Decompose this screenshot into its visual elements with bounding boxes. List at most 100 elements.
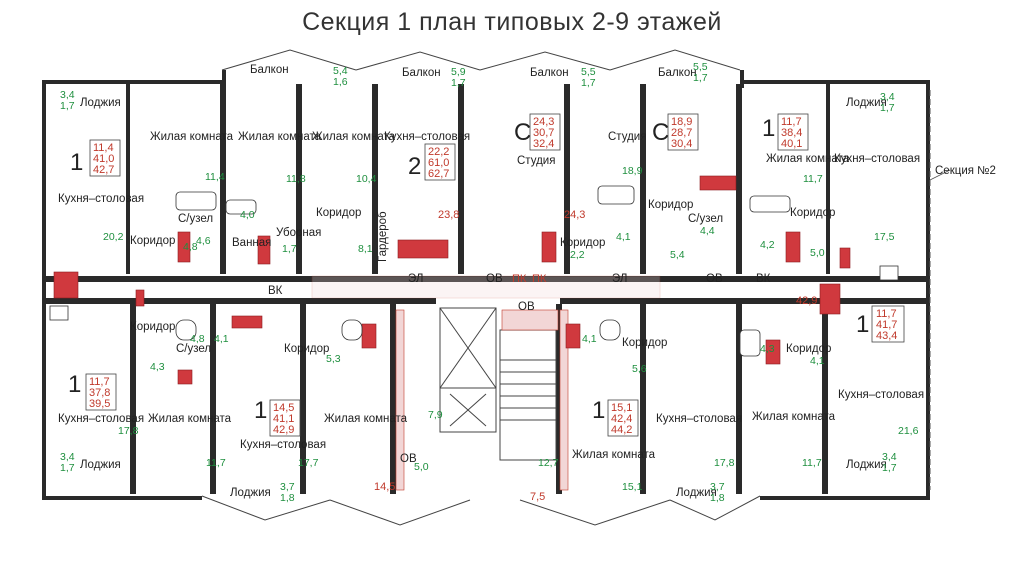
room-corridor-c: Коридор (560, 237, 605, 249)
area-liv-b3: 15,1 (622, 481, 643, 493)
shaft-el-1: ЭЛ (408, 273, 423, 285)
room-living-3: Жилая комната (312, 131, 396, 143)
area-kit-br: 21,6 (898, 425, 919, 437)
apt-area-sa-1: 24,3 (533, 116, 554, 128)
room-kitchen-1: Кухня–столовая (58, 193, 144, 205)
area-balcony-2-b: 1,7 (451, 77, 466, 89)
apt-area-2r-3: 62,7 (428, 168, 449, 180)
area-loggia-tr: 3,4 (880, 91, 895, 103)
apt-rooms-bottom-2: 1 (254, 397, 267, 424)
room-toilet-1: Уборная (276, 227, 321, 239)
area-corr-bottom-b: 7,5 (530, 491, 545, 503)
room-living-tr: Жилая комната (766, 153, 850, 165)
engineering-shafts (53, 175, 851, 385)
room-living-1: Жилая комната (150, 131, 234, 143)
apt-area-rm-3: 43,4 (876, 330, 897, 342)
area-liv3: 10,4 (356, 173, 377, 185)
apt-area-2r-1: 22,2 (428, 146, 449, 158)
area-bath1: 4,6 (196, 235, 211, 247)
loggia-label-tr: Лоджия (846, 97, 887, 109)
apt-area-b3-3: 44,2 (611, 424, 632, 436)
area-wc-b3: 4,1 (582, 333, 597, 345)
area-kit-tr: 17,5 (874, 231, 895, 243)
area-loggia-bl: 3,4 (60, 451, 75, 463)
area-studio-b-liv: 18,9 (622, 165, 643, 177)
area-liv-bl: 11,7 (206, 457, 226, 469)
area-balcony-1-b: 1,6 (333, 76, 348, 88)
area-cor-bl: 4,8 (190, 333, 205, 345)
area-ov-b: 5,0 (414, 461, 429, 473)
balconies (201, 49, 761, 526)
apt-area-sb-3: 30,4 (671, 138, 692, 150)
loggia-label-b3: Лоджия (676, 487, 717, 499)
area-corr-bottom-a: 14,5 (374, 481, 395, 493)
apt-rooms-bottom-left: 1 (68, 371, 81, 398)
room-bathroom-1: Ванная (232, 237, 271, 249)
stair-core (311, 275, 661, 491)
area-cor1: 4,8 (183, 241, 198, 253)
room-bathroom-unit-c: С/узел (688, 213, 723, 225)
room-corridor-bl: Коридор (130, 321, 175, 333)
area-cor-c2: 4,1 (616, 231, 631, 243)
area-wc1: 4,0 (240, 209, 255, 221)
shaft-pk-1: ПК (512, 273, 527, 285)
apt-area-sa-3: 32,4 (533, 138, 554, 150)
room-living-br: Жилая комната (752, 411, 836, 423)
apt-area-rm-2: 41,7 (876, 319, 897, 331)
room-studio-a: Студия (517, 155, 555, 167)
area-cor-br: 4,1 (810, 355, 825, 367)
area-loggia-br-b: 1,7 (882, 462, 897, 474)
area-kit1: 20,2 (103, 231, 124, 243)
loggia-label-br: Лоджия (846, 459, 887, 471)
apt-area-2r-2: 61,0 (428, 157, 449, 169)
area-bath-c: 5,4 (670, 249, 685, 261)
shaft-vk-2: ВК (756, 273, 771, 285)
area-balcony-3-b: 1,7 (581, 77, 596, 89)
apt-rooms-bottom-3: 1 (592, 397, 605, 424)
area-liv2: 11,8 (286, 173, 306, 185)
area-toilet1: 1,7 (282, 243, 297, 255)
room-kitchen-b2: Кухня–столовая (240, 439, 326, 451)
area-loggia-b3-b: 1,8 (710, 492, 725, 504)
apt-area-tl-1: 11,4 (93, 142, 114, 154)
area-wc-b2: 4,1 (214, 333, 229, 345)
room-corridor-2: Коридор (316, 207, 361, 219)
apt-area-bl-1: 11,7 (89, 376, 110, 388)
area-liv1: 11,4 (205, 171, 225, 183)
room-corridor-c2: Коридор (648, 199, 693, 211)
area-kit-b2: 17,7 (298, 457, 319, 469)
apt-area-b3-1: 15,1 (611, 402, 632, 414)
loggia-label-tl: Лоджия (80, 97, 121, 109)
room-kitchen-rm: Кухня–столовая (838, 389, 924, 401)
balcony-label-2: Балкон (402, 67, 441, 79)
area-cor-b2: 5,3 (326, 353, 341, 365)
area-gard: 8,1 (358, 243, 373, 255)
room-kitchen-b3: Кухня–столовая (656, 413, 742, 425)
balcony-label-3: Балкон (530, 67, 569, 79)
apt-area-b2-1: 14,5 (273, 402, 294, 414)
shaft-pk-2: ПК (532, 273, 547, 285)
section2-label: Секция №2 (935, 165, 996, 177)
loggia-label-b2: Лоджия (230, 487, 271, 499)
area-liv-tr: 11,7 (803, 173, 823, 185)
apt-area-b2-2: 41,1 (273, 413, 294, 425)
room-wardrobe: Гардероб (377, 211, 389, 262)
area-loggia-b3: 3,7 (710, 481, 725, 493)
room-corridor-1: Коридор (130, 235, 175, 247)
area-corr-top-b: 24,3 (564, 209, 585, 221)
apt-area-tr-3: 40,1 (781, 138, 802, 150)
area-loggia-b2-b: 1,8 (280, 492, 295, 504)
area-cor-b3: 5,6 (632, 363, 647, 375)
shaft-ov-1: ОВ (486, 273, 503, 285)
apt-area-rm-1: 11,7 (876, 308, 897, 320)
apt-rooms-top-left: 1 (70, 149, 83, 176)
room-corridor-b3: Коридор (622, 337, 667, 349)
room-corridor-tr: Коридор (790, 207, 835, 219)
area-loggia-tl: 3,4 (60, 89, 75, 101)
area-kit-b3: 17,8 (714, 457, 735, 469)
area-balcony-4: 5,5 (693, 61, 708, 73)
outer-walls (42, 70, 930, 500)
area-hall: 7,9 (428, 409, 443, 421)
apt-rooms-top-2room: 2 (408, 153, 421, 180)
